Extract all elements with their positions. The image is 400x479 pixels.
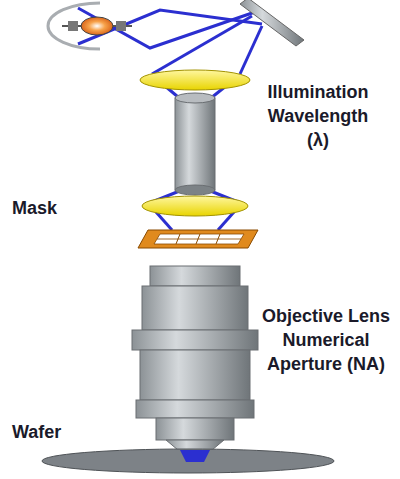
objective-lens xyxy=(132,266,258,450)
light-rays xyxy=(78,8,262,230)
wafer-disc xyxy=(42,449,334,473)
cylinder-body xyxy=(175,98,215,190)
lamp-bulb xyxy=(81,17,113,35)
wavelength-label: Illumination Wavelength (λ) xyxy=(256,80,380,152)
mask-window xyxy=(154,234,244,244)
objective-ring xyxy=(136,400,254,418)
light-ray xyxy=(218,246,230,266)
exposure-beam xyxy=(180,450,210,462)
mask xyxy=(138,230,258,248)
objective-label: Objective Lens Numerical Aperture (NA) xyxy=(256,304,396,376)
light-rays xyxy=(160,246,230,266)
wafer-label: Wafer xyxy=(12,420,92,444)
objective-barrel xyxy=(140,350,250,400)
cylinder-top xyxy=(175,93,215,103)
light-guide xyxy=(175,93,215,195)
light-ray xyxy=(240,26,262,74)
mask-label: Mask xyxy=(12,196,92,220)
lamp-base xyxy=(116,21,126,31)
cylinder-bottom xyxy=(175,185,215,195)
objective-ring xyxy=(132,330,258,350)
mirror xyxy=(240,0,304,46)
light-ray xyxy=(160,246,172,266)
objective-nose xyxy=(156,418,234,440)
condenser-lens xyxy=(140,70,250,90)
mask-plate xyxy=(138,230,258,248)
lamp-base xyxy=(68,21,78,31)
condenser-lens xyxy=(142,196,248,216)
lamp xyxy=(62,17,132,35)
objective-barrel xyxy=(142,286,248,330)
mask-pattern xyxy=(157,239,241,240)
objective-cap xyxy=(150,266,240,286)
objective-tip xyxy=(166,440,224,450)
light-ray xyxy=(152,16,252,74)
